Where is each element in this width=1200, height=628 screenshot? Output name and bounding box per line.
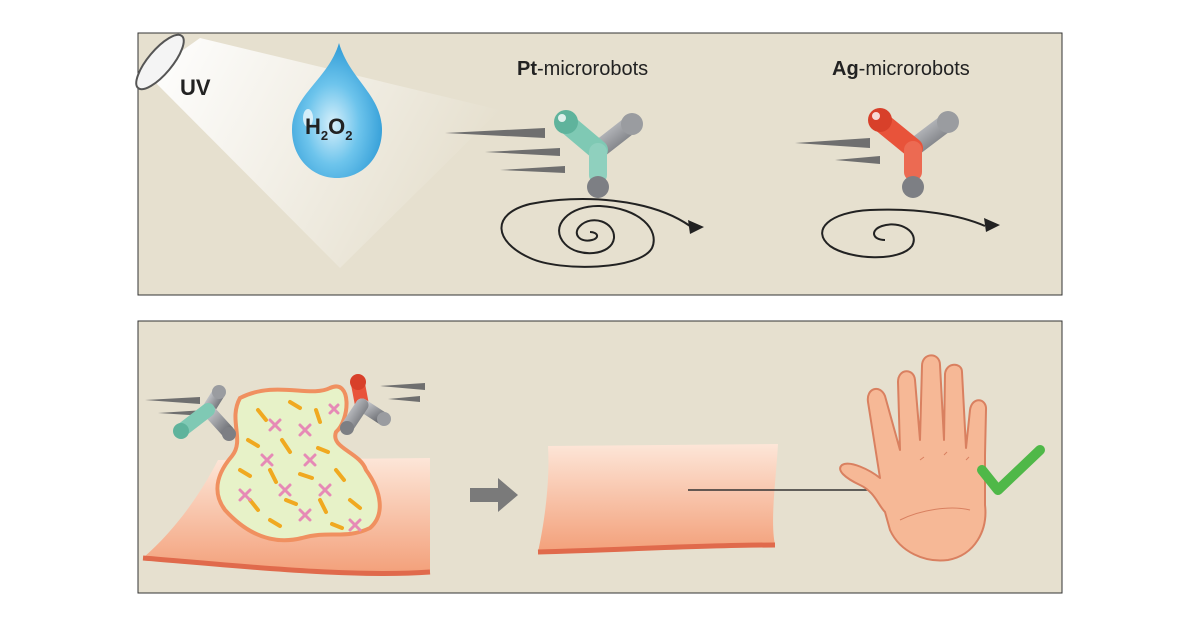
ag-motion-lines — [795, 138, 880, 164]
healed-skin-patch — [538, 444, 778, 552]
h2o2-h: H — [305, 114, 321, 139]
ag-motion-lines-bottom — [380, 383, 425, 402]
hand-icon — [839, 354, 987, 562]
h2o2-label: H2O2 — [305, 114, 352, 143]
h2o2-sub2: 2 — [345, 128, 352, 143]
infected-skin-edge — [142, 555, 431, 577]
hand-creases — [899, 451, 971, 521]
h2o2-sub1: 2 — [321, 128, 328, 143]
pt-spiral-arrowhead — [688, 220, 704, 234]
pt-microrobot-icon — [173, 385, 236, 441]
pt-spiral-trajectory — [500, 198, 691, 268]
ag-spiral-trajectory — [821, 208, 986, 259]
ag-label-rest: -microrobots — [859, 58, 970, 80]
healed-skin-edge — [537, 542, 776, 555]
pt-label-bold: Pt — [517, 58, 537, 80]
ag-microrobot-icon — [868, 108, 959, 198]
pt-microrobot-icon — [554, 110, 643, 198]
pt-microrobots-label: Pt-microrobots — [517, 58, 648, 80]
bacteria-cells — [238, 403, 362, 532]
pt-label-rest: -microrobots — [537, 58, 648, 80]
ag-label-bold: Ag — [832, 58, 859, 80]
ag-microrobot-icon — [340, 374, 391, 435]
right-arrow-icon — [470, 478, 518, 512]
top-panel: UV H2O2 Pt-microrobots Ag-microrobots — [135, 32, 1063, 296]
biofilm-blob — [215, 384, 382, 543]
ag-microrobots-label: Ag-microrobots — [832, 58, 970, 80]
pt-motion-lines — [445, 128, 565, 173]
uv-label: UV — [180, 75, 211, 100]
h2o2-droplet-icon — [292, 43, 382, 178]
h2o2-o: O — [328, 114, 345, 139]
checkmark-icon — [977, 445, 1045, 495]
uv-lamp-icon — [135, 33, 185, 91]
bacteria-rods — [238, 400, 362, 530]
bottom-panel — [137, 320, 1063, 594]
ag-spiral-arrowhead — [984, 218, 1000, 232]
